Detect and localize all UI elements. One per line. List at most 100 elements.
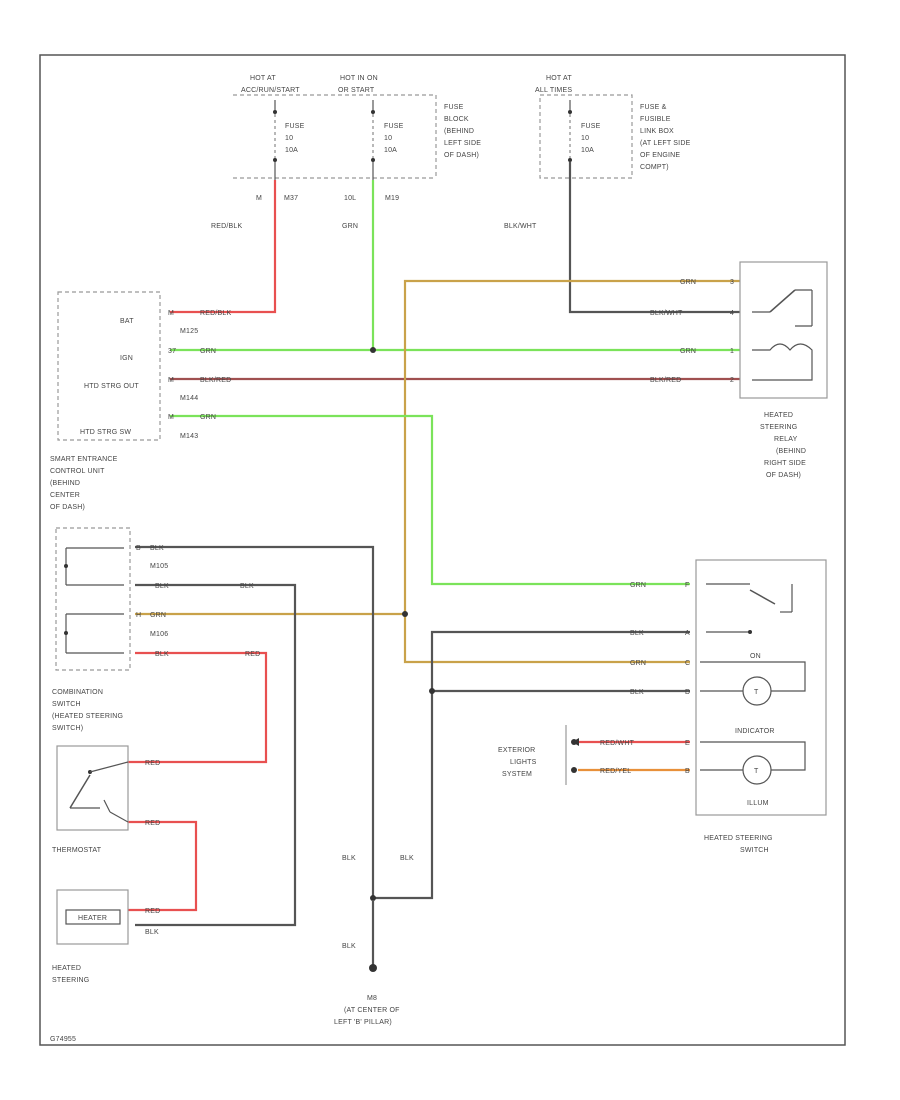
svg-text:SWITCH: SWITCH: [52, 701, 81, 708]
wire-red-1: [128, 651, 268, 764]
wire-label-blk-6: BLK: [630, 630, 644, 637]
svg-text:INDICATOR: INDICATOR: [735, 728, 775, 735]
svg-text:HEATER: HEATER: [78, 915, 107, 922]
wire-id-4: M19: [385, 195, 399, 202]
wire-blk-combo-top: [135, 545, 375, 968]
hot-run-label-2: OR START: [338, 87, 375, 94]
hot-acc-label-1: HOT AT: [250, 75, 276, 82]
svg-text:SWITCH): SWITCH): [52, 725, 83, 732]
svg-text:M143: M143: [180, 433, 198, 440]
fuse-c-rating: 10A: [581, 147, 594, 154]
ground-m8: M8 (AT CENTER OF LEFT 'B' PILLAR): [334, 900, 400, 1026]
svg-text:SYSTEM: SYSTEM: [502, 771, 532, 778]
combination-switch: B M105 H M106 COMBINATION SWITCH (HEATED…: [52, 527, 168, 732]
svg-text:COMPT): COMPT): [640, 164, 669, 171]
svg-text:SWITCH: SWITCH: [740, 847, 769, 854]
hot-all-label-2: ALL TIMES: [535, 87, 572, 94]
wire-grn-sw: [170, 414, 690, 586]
svg-text:(HEATED STEERING: (HEATED STEERING: [52, 713, 123, 720]
svg-text:M: M: [168, 414, 174, 421]
svg-text:EXTERIOR: EXTERIOR: [498, 747, 535, 754]
svg-text:OF DASH): OF DASH): [444, 152, 479, 159]
exterior-lights-system: EXTERIOR LIGHTS SYSTEM: [498, 725, 579, 785]
fuse-link-label: FUSE & FUSIBLE LINK BOX (AT LEFT SIDE OF…: [640, 104, 690, 171]
svg-text:(BEHIND: (BEHIND: [444, 128, 474, 135]
fuse-a-rating: 10A: [285, 147, 298, 154]
diagram-frame: [39, 54, 846, 1046]
wire-blk-combo-2: [135, 583, 297, 927]
svg-text:M105: M105: [150, 563, 168, 570]
svg-text:A: A: [685, 630, 690, 637]
power-sources: HOT AT ACC/RUN/START HOT IN ON OR START …: [233, 75, 690, 202]
wire-label-grn-8: GRN: [630, 582, 646, 589]
thermostat: THERMOSTAT: [52, 745, 129, 854]
svg-text:(AT CENTER OF: (AT CENTER OF: [344, 1007, 400, 1014]
heated-steering: HEATER HEATED STEERING: [52, 889, 129, 984]
wire-label-grn-6: GRN: [630, 660, 646, 667]
svg-text:SMART ENTRANCE: SMART ENTRANCE: [50, 456, 118, 463]
wire-label-red-2: RED: [145, 760, 160, 767]
wires: RED/BLK RED/BLK GRN GRN GRN BLK/WHT BLK/…: [128, 162, 740, 968]
svg-text:B: B: [685, 768, 690, 775]
wire-label-blk-4: BLK: [145, 929, 159, 936]
heated-steering-relay: 3 4 1 2 HEATED STEERING RELAY (BEHIND RI…: [730, 261, 828, 479]
svg-text:M125: M125: [180, 328, 198, 335]
wire-red-blk: [170, 180, 277, 314]
svg-text:LEFT SIDE: LEFT SIDE: [444, 140, 481, 147]
svg-text:HEATED: HEATED: [764, 412, 793, 419]
wire-label-grn-2: GRN: [200, 348, 216, 355]
heated-steering-switch: ON T INDICATOR T ILLUM F A C D E B HEATE…: [685, 559, 827, 854]
wire-label-red-blk-2: RED/BLK: [200, 310, 231, 317]
fuse-c: FUSE 10 10A: [568, 100, 601, 162]
svg-text:M8: M8: [367, 995, 377, 1002]
svg-text:2: 2: [730, 377, 734, 384]
svg-text:RIGHT SIDE: RIGHT SIDE: [764, 460, 806, 467]
wire-label-grn-1: GRN: [342, 223, 358, 230]
wire-label-blk-2: BLK: [155, 583, 169, 590]
svg-text:BLOCK: BLOCK: [444, 116, 469, 123]
hot-run-label-1: HOT IN ON: [340, 75, 378, 82]
svg-text:(BEHIND: (BEHIND: [776, 448, 806, 455]
hot-all-label-1: HOT AT: [546, 75, 572, 82]
wire-label-red-3: RED: [145, 820, 160, 827]
svg-text:CENTER: CENTER: [50, 492, 80, 499]
wire-label-blk-9: BLK: [400, 855, 414, 862]
svg-text:ON: ON: [750, 653, 761, 660]
fuse-c-number: 10: [581, 135, 589, 142]
svg-text:STEERING: STEERING: [52, 977, 89, 984]
fuse-block-label: FUSE BLOCK (BEHIND LEFT SIDE OF DASH): [444, 104, 481, 159]
wire-label-red-1: RED: [245, 651, 260, 658]
svg-text:T: T: [754, 768, 759, 775]
smart-htd-out-label: HTD STRG OUT: [84, 383, 139, 390]
svg-text:CONTROL UNIT: CONTROL UNIT: [50, 468, 105, 475]
wire-red-2: [128, 820, 198, 912]
svg-text:HEATED STEERING: HEATED STEERING: [704, 835, 773, 842]
wire-label-blk-red-1: BLK/RED: [200, 377, 231, 384]
wire-label-red-4: RED: [145, 908, 160, 915]
wire-label-blk-3: BLK: [240, 583, 254, 590]
svg-text:LIGHTS: LIGHTS: [510, 759, 537, 766]
smart-ign-label: IGN: [120, 355, 133, 362]
svg-text:D: D: [685, 689, 690, 696]
wire-id-2: M37: [284, 195, 298, 202]
svg-text:3: 3: [730, 279, 734, 286]
svg-text:M: M: [168, 310, 174, 317]
svg-text:FUSE: FUSE: [444, 104, 464, 111]
fuse-a-number: 10: [285, 135, 293, 142]
wire-label-blk-wht-1: BLK/WHT: [504, 223, 537, 230]
svg-text:RELAY: RELAY: [774, 436, 798, 443]
fuse-c-label: FUSE: [581, 123, 601, 130]
svg-text:OF DASH): OF DASH): [766, 472, 801, 479]
hot-acc-label-2: ACC/RUN/START: [241, 87, 300, 94]
wire-id-3: 10L: [344, 195, 356, 202]
svg-text:M106: M106: [150, 631, 168, 638]
wire-blk-sw-1: [373, 630, 690, 900]
svg-text:B: B: [136, 545, 141, 552]
svg-text:COMBINATION: COMBINATION: [52, 689, 103, 696]
svg-text:T: T: [754, 689, 759, 696]
wire-label-blk-10: BLK: [342, 943, 356, 950]
fuse-b: FUSE 10 10A: [371, 100, 403, 180]
wire-label-red-wht: RED/WHT: [600, 740, 635, 747]
svg-text:FUSE &: FUSE &: [640, 104, 667, 111]
